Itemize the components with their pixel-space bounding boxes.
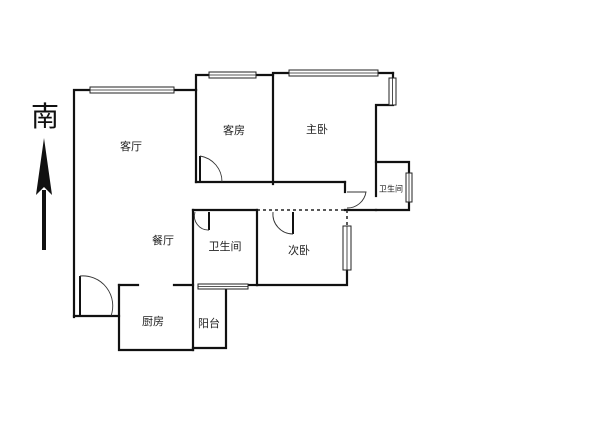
windows (89, 69, 413, 290)
room-label-second-bedroom: 次卧 (288, 244, 310, 257)
room-label-living-room: 客厅 (120, 140, 142, 153)
room-label-master-bedroom: 主卧 (306, 123, 328, 136)
room-label-balcony: 阳台 (198, 317, 220, 330)
doors (79, 155, 367, 317)
north-arrow-icon (36, 138, 52, 250)
room-label-bathroom: 卫生间 (208, 240, 242, 253)
compass-label: 南 (31, 100, 60, 133)
walls (72, 71, 411, 352)
room-label-guest-room: 客房 (223, 124, 245, 137)
room-label-kitchen: 厨房 (142, 315, 164, 328)
room-label-master-bathroom: 卫生间 (379, 184, 403, 194)
room-label-dining-room: 餐厅 (152, 234, 174, 247)
